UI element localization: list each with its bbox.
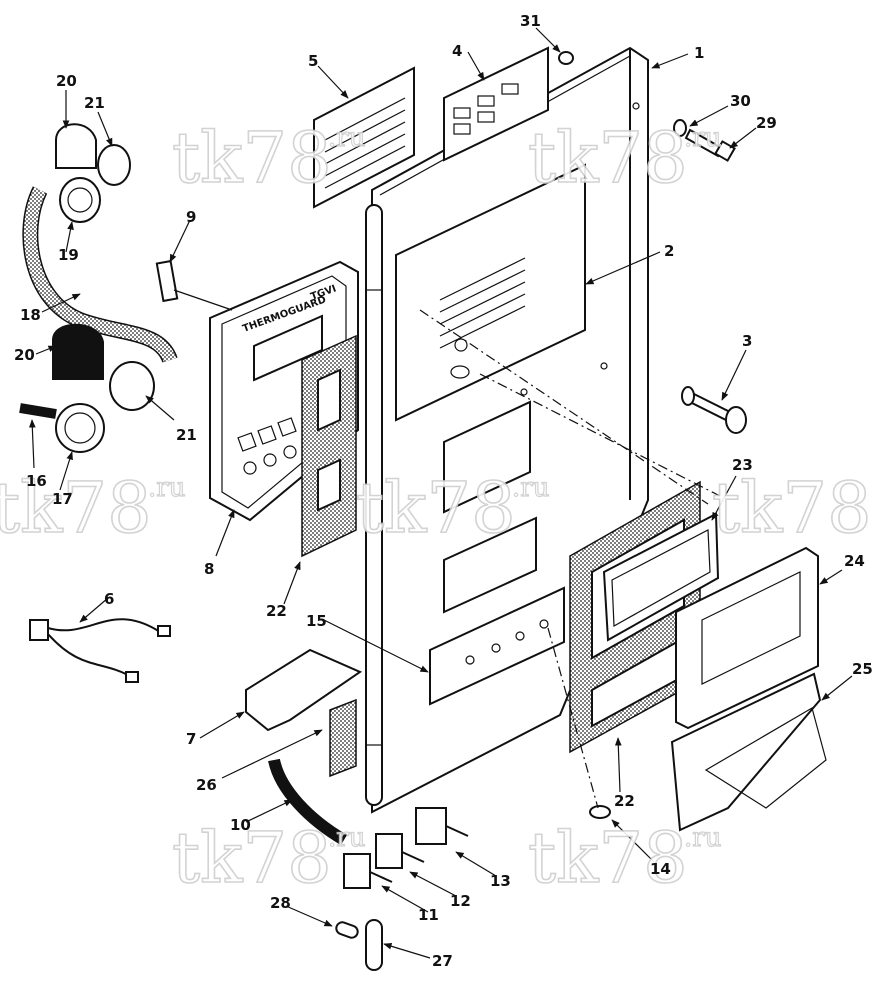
harness-10: [268, 758, 348, 846]
svg-text:.ru: .ru: [328, 823, 365, 853]
svg-text:tk78: tk78: [528, 817, 688, 899]
callout-15: 15: [306, 612, 327, 630]
callout-22-left: 22: [266, 602, 287, 620]
callout-labels: 1 2 3 4 5 6 7 8 9 10 11 12 13 14 15 16 1…: [14, 12, 873, 970]
callout-30: 30: [730, 92, 751, 110]
plug-19: [59, 177, 101, 223]
svg-text:tk78: tk78: [0, 467, 152, 549]
svg-text:tk78: tk78: [356, 467, 516, 549]
callout-13: 13: [490, 872, 511, 890]
plate-15: [429, 586, 565, 706]
cover-25: [670, 672, 827, 832]
callout-14: 14: [650, 860, 671, 878]
callout-17: 17: [52, 490, 73, 508]
switch-13: [415, 807, 469, 845]
callout-21-top: 21: [84, 94, 105, 112]
thumbscrew-3: [681, 386, 747, 434]
callout-20-mid: 20: [14, 346, 35, 364]
callout-5: 5: [308, 52, 318, 70]
callout-23: 23: [732, 456, 753, 474]
gasket-22-left: [301, 334, 357, 558]
cap-20-mid: [52, 323, 155, 411]
callout-20-top: 20: [56, 72, 77, 90]
cap-20-top: [55, 123, 131, 186]
strip-26: [329, 698, 357, 778]
callout-2: 2: [664, 242, 674, 260]
frame-24: [675, 546, 819, 730]
washer-31: [558, 51, 574, 65]
hinge-rod: [365, 204, 383, 971]
callout-25: 25: [852, 660, 873, 678]
switch-11: [343, 853, 393, 889]
fitting-14: [589, 805, 611, 819]
callout-31: 31: [520, 12, 541, 30]
callout-22-right: 22: [614, 792, 635, 810]
decal-4: [443, 46, 549, 162]
window-23: [602, 512, 720, 642]
plug-17: [55, 403, 105, 453]
harness-6: [29, 618, 171, 683]
decal-5: [313, 66, 415, 209]
switch-12: [375, 833, 425, 869]
callout-1: 1: [694, 44, 704, 62]
callout-26: 26: [196, 776, 217, 794]
leader-lines: [28, 27, 853, 959]
callout-19: 19: [58, 246, 79, 264]
svg-text:tk78: tk78: [528, 117, 688, 199]
callout-24: 24: [844, 552, 865, 570]
cable-16: [19, 403, 57, 419]
callout-9: 9: [186, 208, 196, 226]
svg-text:.ru: .ru: [148, 473, 185, 503]
callout-8: 8: [204, 560, 214, 578]
callout-12: 12: [450, 892, 471, 910]
bracket-7: [245, 648, 363, 732]
svg-text:.ru: .ru: [684, 123, 721, 153]
svg-text:tk78: tk78: [172, 817, 332, 899]
callout-3: 3: [742, 332, 752, 350]
svg-text:.ru: .ru: [512, 473, 549, 503]
callout-27: 27: [432, 952, 453, 970]
callout-4: 4: [452, 42, 462, 60]
svg-text:.ru: .ru: [328, 123, 365, 153]
svg-text:tk78: tk78: [172, 117, 332, 199]
callout-18: 18: [20, 306, 41, 324]
callout-29: 29: [756, 114, 777, 132]
callout-28: 28: [270, 894, 291, 912]
callout-7: 7: [186, 730, 196, 748]
callout-16: 16: [26, 472, 47, 490]
callout-10: 10: [230, 816, 251, 834]
svg-text:.ru: .ru: [684, 823, 721, 853]
watermarks: tk78 .ru tk78 .ru tk78 .ru tk78 .ru tk78…: [0, 116, 872, 900]
callout-21-mid: 21: [176, 426, 197, 444]
callout-6: 6: [104, 590, 114, 608]
svg-text:tk78: tk78: [712, 467, 872, 549]
connector-9: [155, 259, 233, 311]
label-2-text: [439, 257, 526, 349]
pin-28: [335, 921, 359, 939]
callout-11: 11: [418, 906, 439, 924]
